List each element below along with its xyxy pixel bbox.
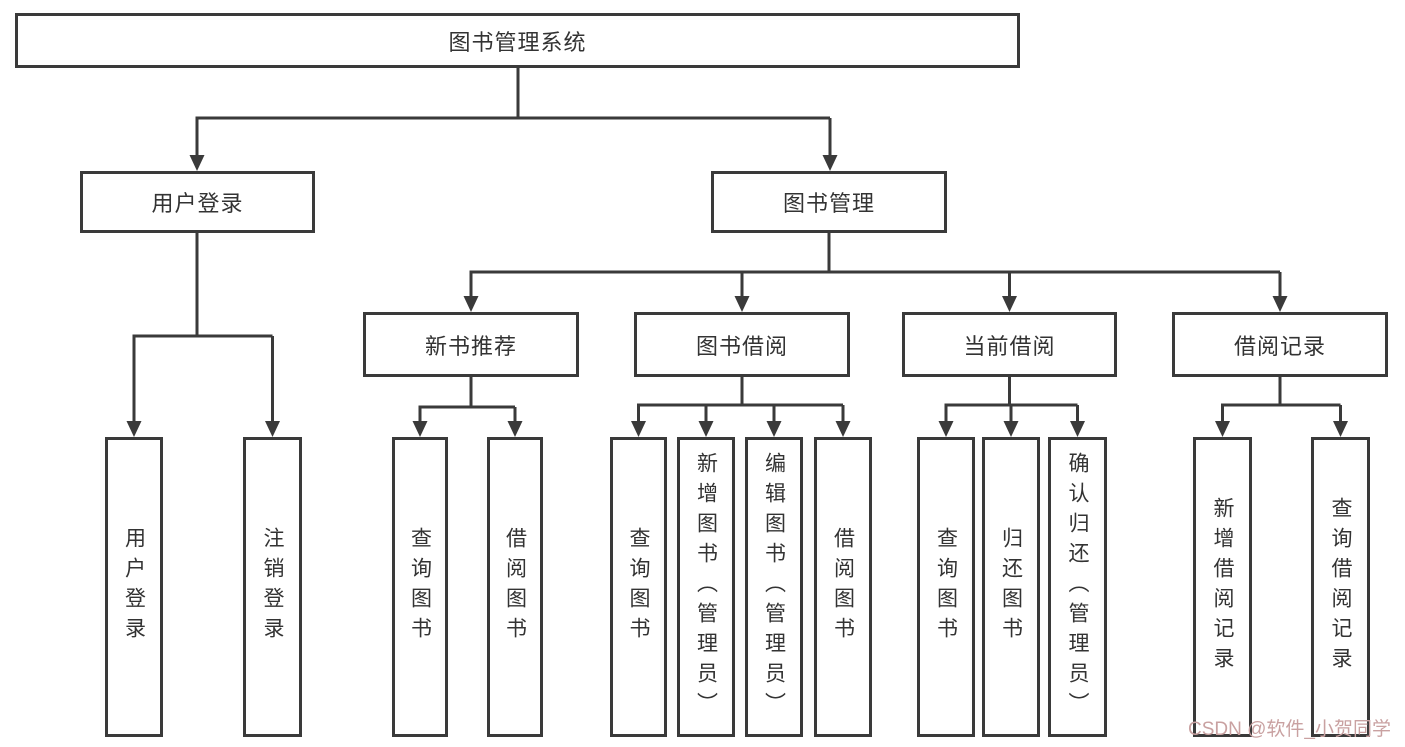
leaf-user-login: 用户登录	[105, 437, 163, 737]
leaf-query-books-3: 查询图书	[917, 437, 975, 737]
arrowhead-icon	[463, 296, 479, 312]
node-book-borrow: 图书借阅	[634, 312, 850, 377]
arrowhead-icon	[189, 155, 205, 171]
arrowhead-icon	[766, 421, 782, 437]
arrowhead-icon	[265, 421, 280, 437]
leaf-query-borrow-record-label: 查询借阅记录	[1329, 497, 1352, 677]
leaf-borrow-books-2: 借阅图书	[814, 437, 872, 737]
node-borrow-records: 借阅记录	[1172, 312, 1388, 377]
arrowhead-icon	[1272, 296, 1288, 312]
arrowhead-icon	[1215, 421, 1230, 437]
node-new-book-recommend-label: 新书推荐	[424, 333, 517, 359]
leaf-query-books-1: 查询图书	[392, 437, 448, 737]
arrowhead-icon	[835, 421, 851, 437]
leaf-confirm-return-admin-label: 确认归还（管理员）	[1066, 452, 1089, 722]
node-current-borrow: 当前借阅	[902, 312, 1117, 377]
arrowhead-icon	[822, 155, 838, 171]
leaf-borrow-books-1: 借阅图书	[487, 437, 543, 737]
node-new-book-recommend: 新书推荐	[363, 312, 579, 377]
leaf-add-borrow-record: 新增借阅记录	[1193, 437, 1252, 737]
leaf-query-books-1-label: 查询图书	[408, 527, 432, 647]
node-user-login-label: 用户登录	[151, 191, 244, 216]
book-borrow-connectors	[631, 377, 851, 437]
node-book-mgmt: 图书管理	[711, 171, 947, 233]
arrowhead-icon	[938, 421, 954, 437]
leaf-query-books-2-label: 查询图书	[627, 527, 650, 647]
leaf-query-borrow-record: 查询借阅记录	[1311, 437, 1370, 737]
leaf-add-books-admin: 新增图书（管理员）	[677, 437, 735, 737]
node-root: 图书管理系统	[15, 13, 1020, 68]
arrowhead-icon	[698, 421, 714, 437]
leaf-query-books-2: 查询图书	[610, 437, 667, 737]
borrow-records-connectors	[1215, 377, 1348, 437]
leaf-edit-books-admin-label: 编辑图书（管理员）	[762, 452, 786, 722]
arrowhead-icon	[507, 421, 523, 437]
leaf-logout: 注销登录	[243, 437, 302, 737]
leaf-add-books-admin-label: 新增图书（管理员）	[694, 452, 718, 722]
arrowhead-icon	[1070, 421, 1085, 437]
arrowhead-icon	[1333, 421, 1348, 437]
book-mgmt-connectors	[463, 233, 1288, 312]
arrowhead-icon	[126, 421, 142, 437]
leaf-borrow-books-1-label: 借阅图书	[503, 527, 527, 647]
leaf-logout-label: 注销登录	[261, 527, 284, 647]
leaf-user-login-label: 用户登录	[122, 527, 146, 647]
arrowhead-icon	[1002, 296, 1017, 312]
arrowhead-icon	[412, 421, 428, 437]
root-connectors	[189, 68, 838, 171]
node-root-label: 图书管理系统	[448, 29, 587, 55]
user-login-connectors	[126, 233, 280, 437]
node-user-login: 用户登录	[80, 171, 315, 233]
node-borrow-records-label: 借阅记录	[1233, 333, 1326, 359]
node-book-borrow-label: 图书借阅	[695, 333, 788, 359]
arrowhead-icon	[631, 421, 646, 437]
leaf-edit-books-admin: 编辑图书（管理员）	[745, 437, 803, 737]
node-current-borrow-label: 当前借阅	[963, 333, 1056, 359]
csdn-watermark: CSDN @软件_小贺同学	[1188, 719, 1391, 740]
leaf-return-books: 归还图书	[982, 437, 1040, 737]
leaf-return-books-label: 归还图书	[999, 527, 1023, 647]
node-book-mgmt-label: 图书管理	[782, 191, 875, 216]
arrowhead-icon	[1003, 421, 1019, 437]
new-book-connectors	[412, 377, 523, 437]
arrowhead-icon	[734, 296, 750, 312]
leaf-borrow-books-2-label: 借阅图书	[831, 527, 855, 647]
leaf-confirm-return-admin: 确认归还（管理员）	[1048, 437, 1107, 737]
leaf-add-borrow-record-label: 新增借阅记录	[1211, 497, 1234, 677]
leaf-query-books-3-label: 查询图书	[934, 527, 958, 647]
current-borrow-connectors	[938, 377, 1085, 437]
